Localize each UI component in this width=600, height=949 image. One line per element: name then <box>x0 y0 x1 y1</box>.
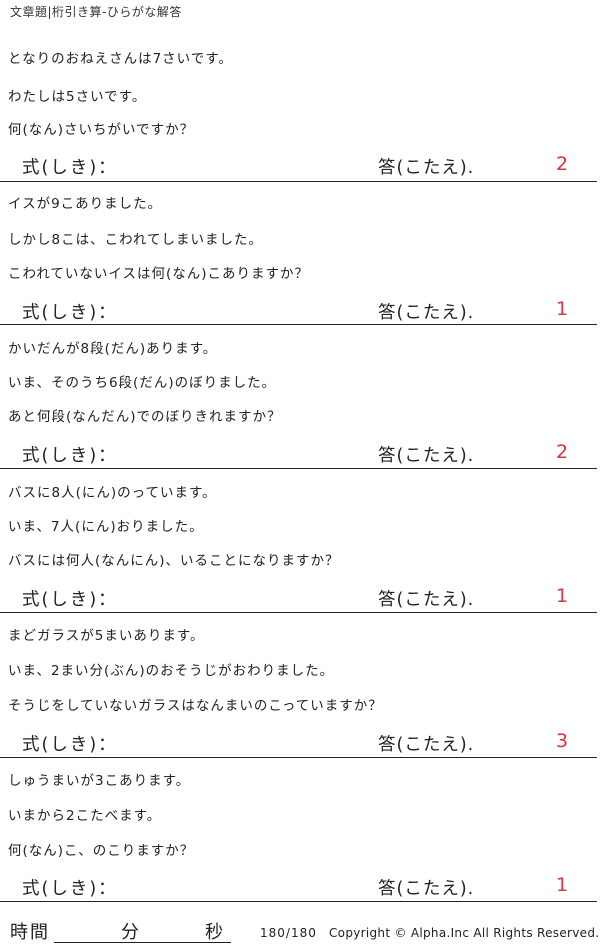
formula-label: 式(しき)： <box>22 446 118 466</box>
copyright: Copyright © Alpha.Inc All Rights Reserve… <box>329 926 600 940</box>
problem-line: バスに8人(にん)のっています。 <box>8 485 217 501</box>
problem-line: となりのおねえさんは7さいです。 <box>8 51 233 67</box>
answer-label: 答(こたえ). <box>378 303 475 323</box>
problem-line: いま、そのうち6段(だん)のぼりました。 <box>8 375 277 391</box>
problem-line: バスには何人(なんにん)、いることになりますか？ <box>8 553 340 569</box>
formula-label: 式(しき)： <box>22 735 118 755</box>
problem-line: あと何段(なんだん)でのぼりきれますか？ <box>8 409 282 425</box>
answer-label: 答(こたえ). <box>378 879 475 899</box>
problem-line: まどガラスが5まいあります。 <box>8 628 205 644</box>
problem-line: いま、2まい分(ぶん)のおそうじがおわりました。 <box>8 663 335 679</box>
answer-label: 答(こたえ). <box>378 446 475 466</box>
answer-label: 答(こたえ). <box>378 735 475 755</box>
answer-row: 式(しき)： 答(こたえ). 3 <box>0 730 600 761</box>
divider <box>0 181 597 182</box>
formula-label: 式(しき)： <box>22 303 118 323</box>
answer-row: 式(しき)： 答(こたえ). 1 <box>0 298 600 329</box>
page-number: 180/180 <box>260 926 317 940</box>
problem-line: しゅうまいが3こあります。 <box>8 773 191 789</box>
answer-label: 答(こたえ). <box>378 158 475 178</box>
answer-value: 2 <box>555 153 569 175</box>
problem-line: イスが9こありました。 <box>8 196 163 212</box>
problem-line: しかし8こは、こわれてしまいました。 <box>8 232 264 248</box>
answer-row: 式(しき)： 答(こたえ). 2 <box>0 441 600 472</box>
problem-line: いま、7人(にん)おりました。 <box>8 519 204 535</box>
problem-line: 何(なん)さいちがいですか？ <box>8 122 195 138</box>
seconds-label: 秒 <box>205 922 223 943</box>
problem-line: こわれていないイスは何(なん)こありますか？ <box>8 266 310 282</box>
formula-label: 式(しき)： <box>22 879 118 899</box>
footer: 時間 分 秒 180/180 Copyright © Alpha.Inc All… <box>0 918 600 949</box>
answer-value: 1 <box>555 874 569 896</box>
divider <box>0 324 597 325</box>
problem-line: かいだんが8段(だん)あります。 <box>8 341 218 357</box>
formula-label: 式(しき)： <box>22 590 118 610</box>
answer-value: 1 <box>555 298 569 320</box>
answer-value: 1 <box>555 585 569 607</box>
divider <box>0 757 597 758</box>
problem-line: わたしは5さいです。 <box>8 89 147 105</box>
time-label: 時間 <box>10 922 50 943</box>
answer-row: 式(しき)： 答(こたえ). 1 <box>0 585 600 616</box>
divider <box>0 468 597 469</box>
answer-row: 式(しき)： 答(こたえ). 2 <box>0 153 600 184</box>
divider <box>0 901 597 902</box>
minutes-label: 分 <box>121 922 139 943</box>
problem-line: 何(なん)こ、のこりますか？ <box>8 843 195 859</box>
formula-label: 式(しき)： <box>22 158 118 178</box>
answer-value: 3 <box>555 730 569 752</box>
answer-label: 答(こたえ). <box>378 590 475 610</box>
time-blank-underline <box>54 942 231 943</box>
worksheet-title: 文章題|桁引き算-ひらがな解答 <box>10 5 182 19</box>
answer-row: 式(しき)： 答(こたえ). 1 <box>0 874 600 905</box>
answer-value: 2 <box>555 441 569 463</box>
divider <box>0 612 597 613</box>
problem-line: いまから2こたべます。 <box>8 808 162 824</box>
problem-line: そうじをしていないガラスはなんまいのこっていますか？ <box>8 698 383 714</box>
